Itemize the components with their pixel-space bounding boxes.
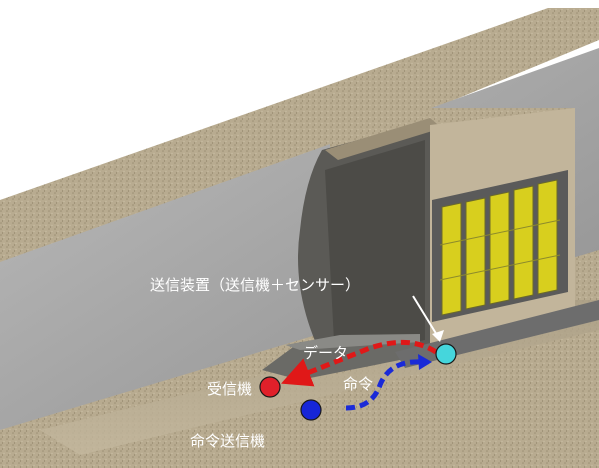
chamber-inner-shadow xyxy=(325,140,425,360)
chamber-lintel xyxy=(325,118,442,160)
receiver-dot xyxy=(259,376,281,398)
command-label: 命令 xyxy=(343,375,373,393)
leader-line xyxy=(412,295,441,341)
step-top xyxy=(285,334,420,350)
command-arrow xyxy=(345,359,423,411)
leader-arrowhead xyxy=(432,330,444,342)
data-arrow xyxy=(281,339,438,387)
command-transmitter-dot xyxy=(300,399,322,421)
command-arrowhead xyxy=(418,354,432,370)
yellow-panels xyxy=(439,179,561,316)
data-label: データ xyxy=(303,344,348,362)
command-transmitter-label: 命令送信機 xyxy=(190,432,265,450)
receiver-label: 受信機 xyxy=(207,380,252,398)
transmitter-dot xyxy=(435,343,457,365)
transmitter-device-label: 送信装置（送信機＋センサー） xyxy=(150,276,360,294)
